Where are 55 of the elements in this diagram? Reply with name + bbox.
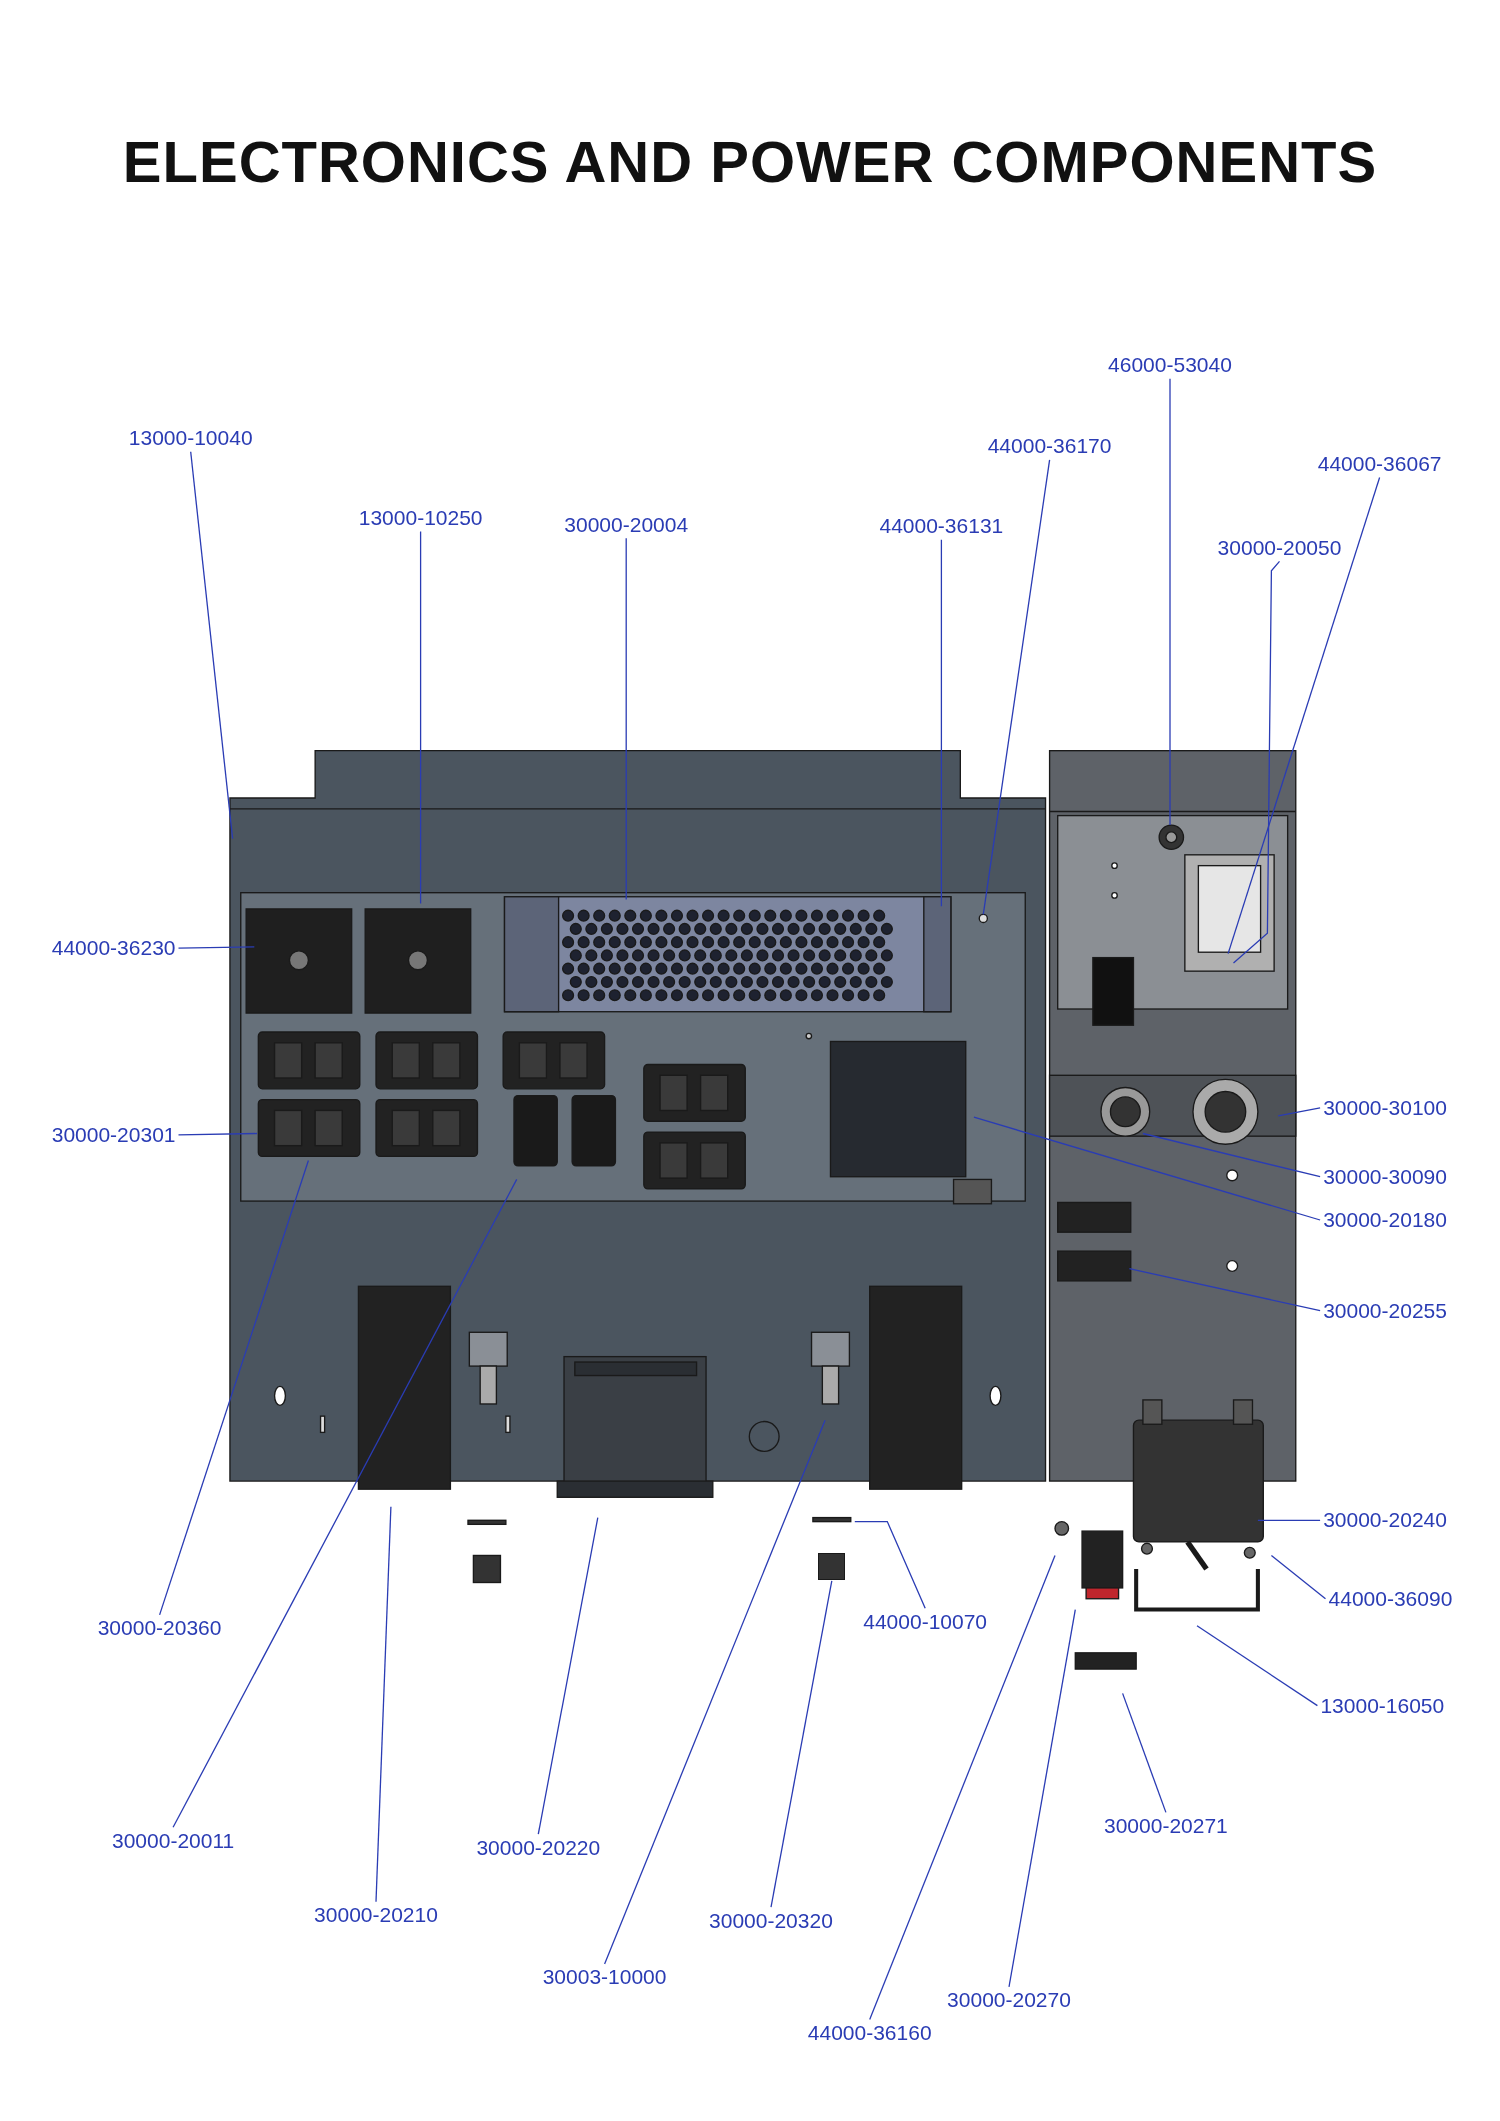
leader-line (177, 1132, 258, 1136)
leader-line (1196, 1625, 1319, 1707)
part-number: 44000-36230 (51, 936, 176, 960)
part-number: 30000-20004 (564, 513, 689, 537)
part-number: 30000-20011 (112, 1829, 235, 1853)
part-number: 13000-10250 (358, 506, 483, 530)
part-number: 44000-36131 (879, 514, 1004, 538)
leader-line (1277, 1107, 1321, 1117)
part-number: 44000-36067 (1317, 452, 1442, 476)
part-number: 30000-30100 (1323, 1096, 1447, 1120)
part-number: 30000-20050 (1217, 536, 1342, 560)
leader-line (1270, 1554, 1327, 1600)
leader-line (1142, 1132, 1321, 1178)
part-number: 30000-20210 (314, 1903, 438, 1927)
title: ELECTRONICS AND POWER COMPONENTS (121, 128, 1379, 195)
part-number: 30000-20240 (1323, 1508, 1447, 1532)
leader-line (190, 451, 234, 840)
leader-line (1227, 476, 1381, 955)
part-number: 13000-16050 (1320, 1694, 1445, 1718)
part-number: 44000-36170 (987, 434, 1112, 458)
leader-line (982, 459, 1051, 915)
part-number: 30003-10000 (542, 1965, 667, 1989)
part-number: 30000-20360 (97, 1616, 222, 1641)
leader-line (419, 530, 422, 905)
leader-line (869, 1554, 1056, 2021)
part-number: 30000-20271 (1104, 1814, 1228, 1838)
part-number: 30000-20180 (1323, 1208, 1447, 1232)
leader-line (1008, 1608, 1076, 1988)
part-number: 30000-20255 (1323, 1299, 1447, 1323)
leader-line (973, 1116, 1321, 1221)
leader-line (172, 1178, 518, 1828)
part-number: 30000-20220 (476, 1836, 601, 1860)
part-number: 46000-53040 (1108, 353, 1232, 377)
block-part (818, 1552, 846, 1580)
leader-line (1121, 1692, 1167, 1814)
part-number: 30000-20270 (947, 1988, 1071, 2012)
part-number: 44000-10070 (863, 1610, 988, 1634)
leader-line (1257, 1519, 1321, 1521)
leader-line (1169, 378, 1171, 826)
part-number: 30000-30090 (1323, 1165, 1447, 1189)
part-number: 13000-10040 (128, 426, 253, 450)
leader-line (770, 1580, 833, 1908)
leader-line (375, 1506, 392, 1903)
leader-line (940, 539, 943, 907)
leader-line (158, 1159, 310, 1616)
leader-line (1232, 560, 1281, 964)
part-number: 44000-36090 (1328, 1587, 1453, 1611)
leader-line (177, 946, 255, 949)
leader-line (603, 1419, 826, 1965)
part-number: 30000-20320 (709, 1909, 833, 1933)
leader-line (537, 1516, 599, 1835)
leader-line (625, 537, 627, 901)
part-number: 30000-20301 (51, 1123, 176, 1147)
part-number: 44000-36160 (807, 2021, 932, 2045)
leader-line (854, 1520, 926, 1609)
